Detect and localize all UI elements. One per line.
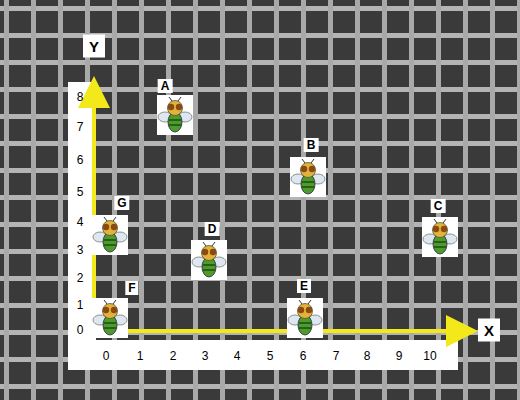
bee-icon (422, 217, 458, 257)
tick-number: 6 (77, 154, 84, 166)
tick-number: 8 (77, 91, 84, 103)
axis-label: X (478, 319, 500, 342)
tick-number: 4 (234, 350, 241, 362)
tick-number: 1 (77, 299, 84, 311)
axis-label: Y (83, 35, 105, 58)
bee-icon (92, 298, 128, 338)
tick-number: 0 (103, 350, 110, 362)
tick-number: 6 (300, 350, 307, 362)
bee-letter: E (297, 279, 311, 293)
bee-letter: C (431, 199, 446, 213)
bee-icon (191, 240, 227, 280)
tick-number: 8 (364, 350, 371, 362)
tick-number: 3 (77, 244, 84, 256)
bee-letter: D (205, 222, 220, 236)
bee-icon (290, 157, 326, 197)
y-axis-strip (68, 82, 96, 346)
bee-letter: B (304, 138, 319, 152)
tick-number: 5 (267, 350, 274, 362)
y-axis-arrow (92, 92, 96, 332)
tick-number: 7 (333, 350, 340, 362)
tick-number: 7 (77, 121, 84, 133)
tick-number: 10 (423, 350, 436, 362)
tick-number: 1 (137, 350, 144, 362)
x-axis-strip (68, 340, 458, 370)
bee-letter: F (125, 281, 138, 295)
bee-icon (157, 95, 193, 135)
bee-letter: A (158, 79, 173, 93)
tick-number: 9 (396, 350, 403, 362)
tick-number: 3 (202, 350, 209, 362)
bee-letter: G (114, 196, 129, 210)
bee-icon (92, 215, 128, 255)
tick-number: 0 (77, 324, 84, 336)
bee-icon (287, 298, 323, 338)
tick-number: 4 (77, 216, 84, 228)
tick-number: 2 (170, 350, 177, 362)
tick-number: 2 (77, 272, 84, 284)
x-axis-arrow (96, 329, 462, 333)
tick-number: 5 (77, 186, 84, 198)
